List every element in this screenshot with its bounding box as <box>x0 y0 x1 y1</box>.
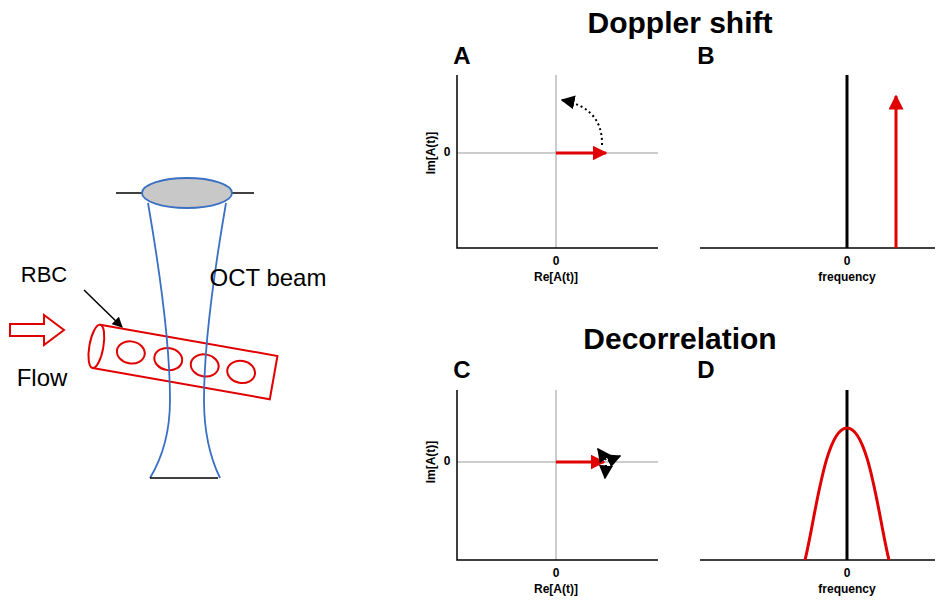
axis-title: Re[A(t)] <box>534 583 578 596</box>
axis-title: frequency <box>818 271 875 284</box>
focal-line <box>150 477 218 479</box>
tick-label: 0 <box>444 455 451 468</box>
leader-arrow <box>84 290 122 327</box>
tick-label: 0 <box>844 255 851 268</box>
spectrum-plot <box>700 390 935 560</box>
panel-letter: B <box>697 43 714 69</box>
panel-heading: Decorrelation <box>583 322 776 355</box>
axis-title: Im[A(t)] <box>425 441 438 484</box>
oct-beam <box>148 203 226 478</box>
tick-label: 0 <box>844 567 851 580</box>
axis-title: frequency <box>818 583 875 596</box>
vessel-tube <box>86 323 278 399</box>
axis-title: Im[A(t)] <box>425 132 438 175</box>
tick-label: 0 <box>444 146 451 159</box>
panel-letter: A <box>453 43 470 69</box>
flow-arrow <box>10 315 64 345</box>
tick-label: 0 <box>553 255 560 268</box>
part-label: Flow <box>17 365 68 391</box>
lens <box>142 178 232 208</box>
panel-letter: C <box>453 357 470 383</box>
axis-title: Re[A(t)] <box>534 271 578 284</box>
spectrum-plot <box>700 75 935 248</box>
tick-label: 0 <box>553 567 560 580</box>
phasor-plot <box>457 75 658 248</box>
part-label: OCT beam <box>210 265 327 291</box>
phasor-plot <box>457 390 658 560</box>
panel-letter: D <box>697 357 714 383</box>
panel-heading: Doppler shift <box>588 6 773 39</box>
part-label: RBC <box>21 263 67 287</box>
